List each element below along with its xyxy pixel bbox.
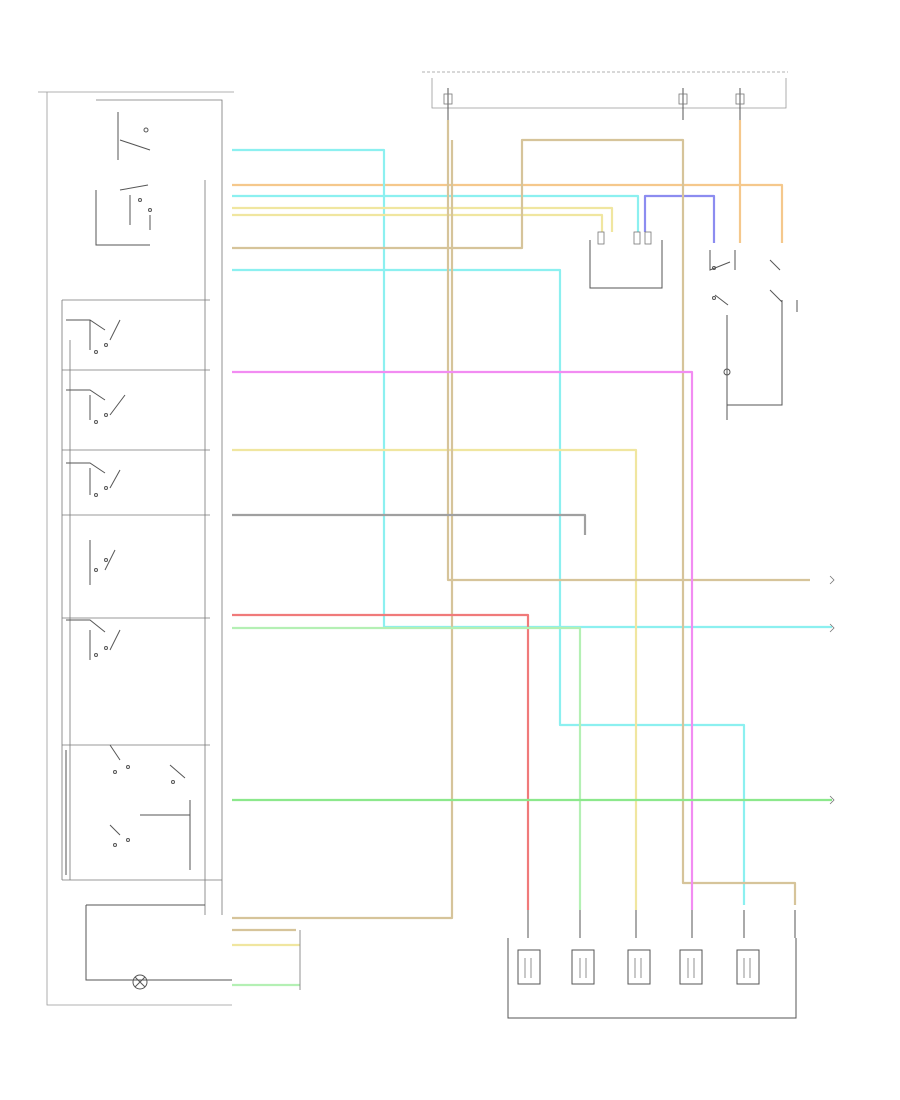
switch-group-blower: [95, 184, 152, 246]
switch-group-1: [66, 319, 121, 354]
wire-tan-2: [446, 120, 810, 582]
wire-cyan-1: [232, 148, 832, 629]
continuation-arrows: [829, 575, 835, 805]
wire-yellow-1: [232, 206, 614, 232]
wire-blue: [643, 194, 716, 243]
control-module-frame: [38, 91, 234, 1006]
wire-lightgreen: [232, 626, 582, 910]
actuator-block: [507, 910, 797, 1019]
wire-tan-1: [232, 138, 797, 905]
fuse-block: [422, 71, 788, 120]
blower-relay: [709, 250, 798, 420]
switch-group-5: [66, 619, 121, 660]
wire-red: [232, 613, 530, 910]
wire-tan-3: [232, 140, 454, 920]
wire-cyan-2: [232, 194, 640, 232]
switch-group-4: [89, 540, 116, 585]
wire-cyan-3: [232, 268, 746, 905]
switch-group-defrost: [117, 112, 151, 160]
switch-group-6: [65, 744, 191, 875]
wire-pink: [232, 370, 694, 910]
wire-yellow-3: [232, 448, 638, 910]
switch-group-2: [66, 389, 126, 424]
switch-group-3: [66, 462, 121, 497]
relay-block: [85, 904, 232, 990]
wire-gray: [232, 513, 587, 535]
center-connector: [589, 231, 663, 289]
wire-yellow-2: [232, 213, 604, 232]
wire-orange: [232, 183, 784, 243]
